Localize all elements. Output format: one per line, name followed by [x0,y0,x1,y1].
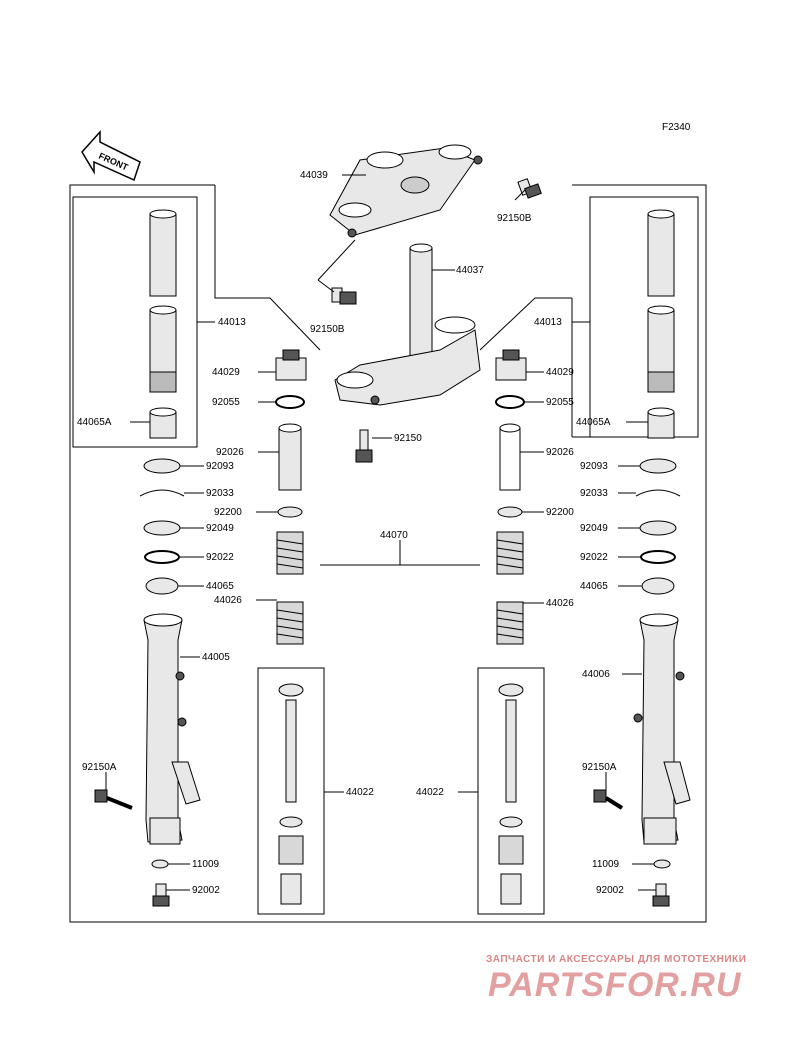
watermark: ЗАПЧАСТИ И АКСЕССУАРЫ ДЛЯ МОТОТЕХНИКИ PA… [486,954,746,1004]
label-92150: 92150 [394,433,422,444]
label-92150A-left: 92150A [82,762,117,773]
label-44026-left: 44026 [214,595,242,606]
label-92093-left: 92093 [206,461,234,472]
label-92033-left: 92033 [206,488,234,499]
label-44037: 44037 [456,265,484,276]
left-seals [139,458,185,595]
figure-code: F2340 [662,122,691,133]
part-labels: 44039 92150B 92150B 44037 44013 44013 44… [77,170,624,896]
right-inner-tube [647,209,675,439]
label-92049-right: 92049 [580,523,608,534]
right-seals [635,458,681,595]
label-44065-right: 44065 [580,581,608,592]
label-44013-left: 44013 [218,317,246,328]
right-bolt-92002 [652,883,670,907]
label-92150B-top: 92150B [497,213,532,224]
left-bolt-92002 [152,883,170,907]
right-washer-11009 [653,859,671,869]
label-44065A-right: 44065A [576,417,611,428]
left-inner-tube [149,209,177,439]
label-92150B-mid: 92150B [310,324,345,335]
label-44039: 44039 [300,170,328,181]
left-upper-internals [275,349,307,518]
label-44029-left: 44029 [212,367,240,378]
label-92200-left: 92200 [214,507,242,518]
upper-triple-clamp [329,144,483,238]
label-92026-right: 92026 [546,447,574,458]
label-44013-right: 44013 [534,317,562,328]
label-92049-left: 92049 [206,523,234,534]
label-44065A-left: 44065A [77,417,112,428]
label-92033-right: 92033 [580,488,608,499]
label-92200-right: 92200 [546,507,574,518]
label-11009-left: 11009 [192,859,220,870]
label-92093-right: 92093 [580,461,608,472]
left-damper-rod [278,683,304,905]
watermark-brand: PARTSFOR.RU [488,966,742,1004]
right-bolt-92150A [593,789,624,810]
leader-lines [105,174,656,891]
watermark-tagline: ЗАПЧАСТИ И АКСЕССУАРЫ ДЛЯ МОТОТЕХНИКИ [486,954,746,965]
label-92022-left: 92022 [206,552,234,563]
left-spring-lower [276,601,304,645]
right-spring-lower [496,601,524,645]
steering-stem [334,243,481,406]
label-44029-right: 44029 [546,367,574,378]
label-92002-left: 92002 [192,885,220,896]
right-upper-internals [495,349,527,518]
right-spring-upper [496,531,524,575]
front-arrow-icon: FRONT [81,130,141,182]
bolt-92150B-top [517,178,542,199]
label-44065-left: 44065 [206,581,234,592]
left-bolt-92150A [94,789,133,810]
label-44005: 44005 [202,652,230,663]
label-92055-right: 92055 [546,397,574,408]
label-44022-right: 44022 [416,787,444,798]
bolt-92150B-mid [331,287,357,305]
label-44022-left: 44022 [346,787,374,798]
bolt-92150 [355,429,373,463]
label-92022-right: 92022 [580,552,608,563]
label-44006: 44006 [582,669,610,680]
label-11009-right: 11009 [592,859,620,870]
label-92026-left: 92026 [216,447,244,458]
label-44026-right: 44026 [546,598,574,609]
label-92150A-right: 92150A [582,762,617,773]
right-damper-rod [498,683,524,905]
left-spring-upper [276,531,304,575]
left-washer-11009 [151,859,169,869]
right-outer-tube [633,613,691,845]
label-44070: 44070 [380,530,408,541]
label-92055-left: 92055 [212,397,240,408]
main-outline [69,184,707,923]
label-92002-right: 92002 [596,885,624,896]
left-outer-tube [143,613,201,845]
